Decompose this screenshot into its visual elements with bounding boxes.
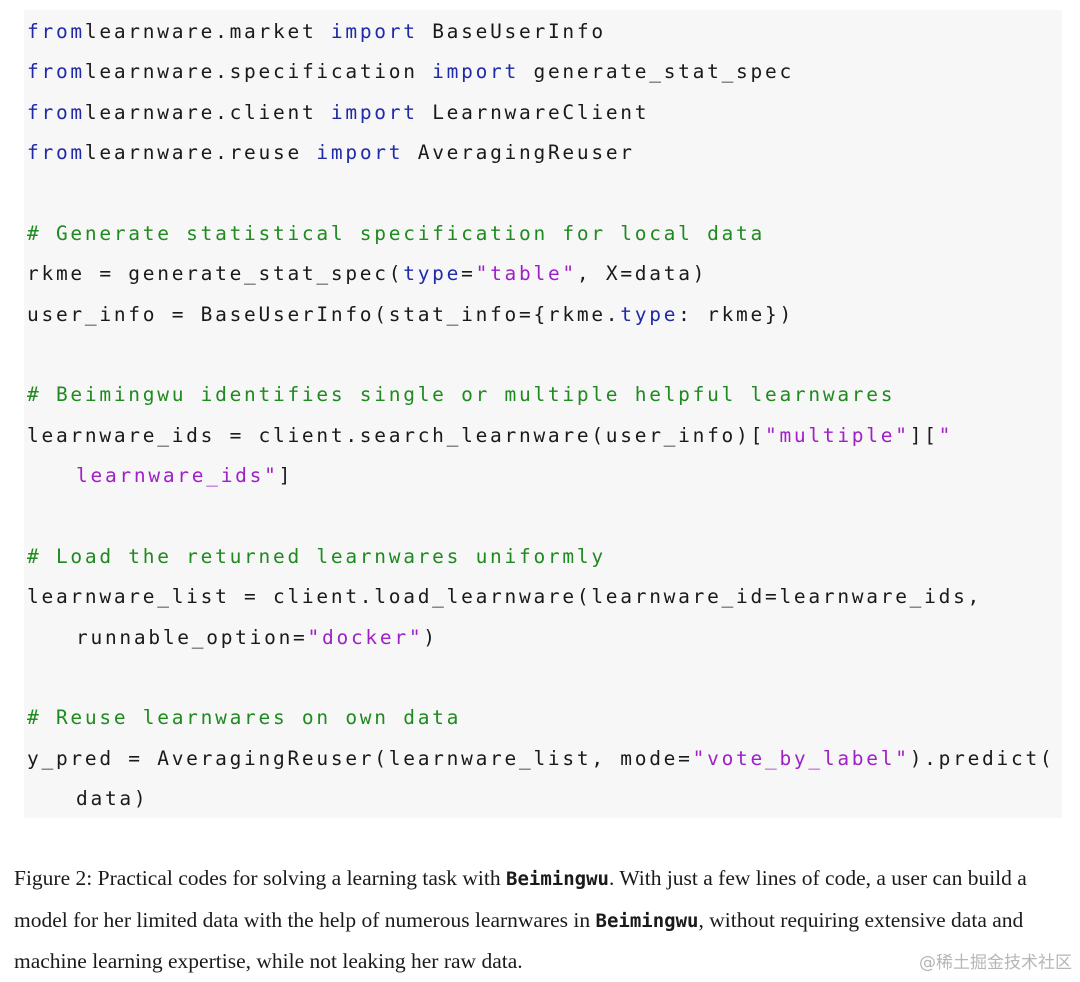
code-token: data)	[76, 787, 149, 810]
code-token: ).predict(	[909, 747, 1055, 770]
code-token: learnware_list = client.load_learnware(l…	[27, 585, 983, 608]
keyword-token: from	[27, 60, 85, 83]
code-token: rkme = generate_stat_spec(	[27, 262, 404, 285]
code-line-user-info: user_info = BaseUserInfo(stat_info={rkme…	[27, 300, 794, 330]
code-token: BaseUserInfo	[417, 20, 606, 43]
code-line-1: fromlearnware.market import BaseUserInfo	[27, 17, 606, 47]
comment-token: # Load the returned learnwares uniformly	[27, 545, 606, 568]
caption-system-name-2: Beimingwu	[595, 909, 699, 932]
figure-label: Figure 2:	[14, 866, 93, 890]
keyword-token: import	[330, 20, 418, 43]
code-token: learnware.market	[84, 20, 331, 43]
caption-text-2: . With just a few lines of code, a user …	[14, 866, 1027, 932]
code-block: fromlearnware.market import BaseUserInfo…	[24, 10, 1062, 818]
comment-token: # Reuse learnwares on own data	[27, 706, 462, 729]
code-line-4: fromlearnware.reuse import AveragingReus…	[27, 138, 635, 168]
caption-text-3: , without requiring extensive data and m…	[14, 907, 1024, 974]
code-line-predict-cont: data)	[76, 784, 148, 814]
code-line-2: fromlearnware.specification import gener…	[27, 57, 794, 87]
code-token: learnware.client	[84, 101, 331, 124]
code-token: : rkme})	[678, 303, 794, 326]
keyword-token: from	[27, 101, 85, 124]
code-token: ][	[909, 424, 939, 447]
code-line-search: learnware_ids = client.search_learnware(…	[27, 421, 953, 451]
watermark: @稀土掘金技术社区	[919, 953, 1072, 973]
code-token: y_pred = AveragingReuser(learnware_list,…	[27, 747, 693, 770]
code-token: learnware.specification	[84, 60, 433, 83]
string-token: "table"	[475, 262, 577, 285]
keyword-token: import	[330, 101, 418, 124]
keyword-token: import	[432, 60, 519, 83]
code-line-load: learnware_list = client.load_learnware(l…	[27, 582, 982, 612]
code-token: generate_stat_spec	[519, 60, 794, 83]
code-line-rkme: rkme = generate_stat_spec(type="table", …	[27, 259, 707, 289]
code-token: =	[461, 262, 476, 285]
code-line-3: fromlearnware.client import LearnwareCli…	[27, 98, 649, 128]
figure-caption: Figure 2: Practical codes for solving a …	[14, 858, 1076, 982]
code-token: LearnwareClient	[417, 101, 650, 124]
code-token: learnware.reuse	[84, 141, 317, 164]
code-line-load-cont: runnable_option="docker")	[76, 623, 438, 653]
keyword-token: type	[620, 303, 679, 326]
code-comment-load: # Load the returned learnwares uniformly	[27, 542, 606, 572]
code-line-search-cont: learnware_ids"]	[76, 461, 293, 491]
code-token: AveragingReuser	[403, 141, 635, 164]
comment-token: # Generate statistical specification for…	[27, 222, 765, 245]
keyword-token: import	[316, 141, 404, 164]
code-token: ]	[278, 464, 294, 487]
code-token: user_info = BaseUserInfo(stat_info={rkme…	[27, 303, 621, 326]
code-comment-generate: # Generate statistical specification for…	[27, 219, 765, 249]
keyword-token: type	[403, 262, 462, 285]
caption-system-name: Beimingwu	[506, 868, 609, 890]
string-token: "	[938, 424, 954, 447]
keyword-token: from	[27, 20, 85, 43]
code-comment-identify: # Beimingwu identifies single or multipl…	[27, 380, 895, 410]
code-token: , X=data)	[576, 262, 708, 285]
code-token: runnable_option=	[76, 626, 308, 649]
string-token: learnware_ids"	[76, 464, 279, 487]
comment-token: # Beimingwu identifies single or multipl…	[27, 383, 896, 406]
code-token: learnware_ids = client.search_learnware(…	[27, 424, 765, 447]
code-line-predict: y_pred = AveragingReuser(learnware_list,…	[27, 744, 1054, 774]
string-token: "docker"	[307, 626, 424, 649]
code-token: )	[423, 626, 438, 649]
keyword-token: from	[27, 141, 85, 164]
code-comment-reuse: # Reuse learnwares on own data	[27, 703, 461, 733]
caption-text-1: Practical codes for solving a learning t…	[92, 866, 506, 890]
string-token: "multiple"	[764, 424, 910, 447]
string-token: "vote_by_label"	[692, 747, 910, 770]
